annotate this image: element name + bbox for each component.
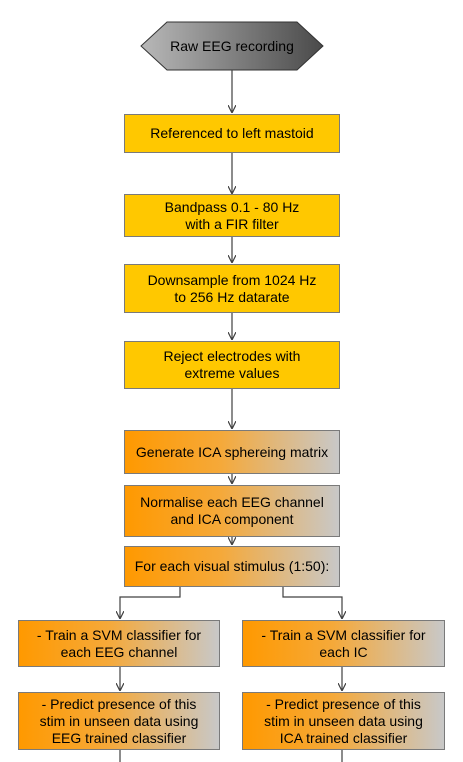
train-ic-node: - Train a SVM classifier for each IC <box>242 620 445 667</box>
reject-node: Reject electrodes with extreme values <box>124 341 340 389</box>
start-diamond-shape <box>140 21 324 71</box>
bandpass-node: Bandpass 0.1 - 80 Hz with a FIR filter <box>124 194 340 237</box>
arrow-loop-train-eeg <box>120 587 181 618</box>
reference-node: Referenced to left mastoid <box>124 114 340 153</box>
predict-ica-node: - Predict presence of this stim in unsee… <box>242 692 445 750</box>
arrow-loop-train-ic <box>282 587 342 618</box>
train-eeg-node: - Train a SVM classifier for each EEG ch… <box>18 620 220 667</box>
predict-eeg-node: - Predict presence of this stim in unsee… <box>18 692 220 750</box>
start-node: Raw EEG recording <box>141 22 323 70</box>
ica-node: Generate ICA sphereing matrix <box>124 430 340 474</box>
normalise-node: Normalise each EEG channel and ICA compo… <box>124 485 340 537</box>
downsample-node: Downsample from 1024 Hz to 256 Hz datara… <box>124 264 340 313</box>
loop-node: For each visual stimulus (1:50): <box>124 546 340 587</box>
start-node-label: Raw EEG recording <box>170 38 294 54</box>
